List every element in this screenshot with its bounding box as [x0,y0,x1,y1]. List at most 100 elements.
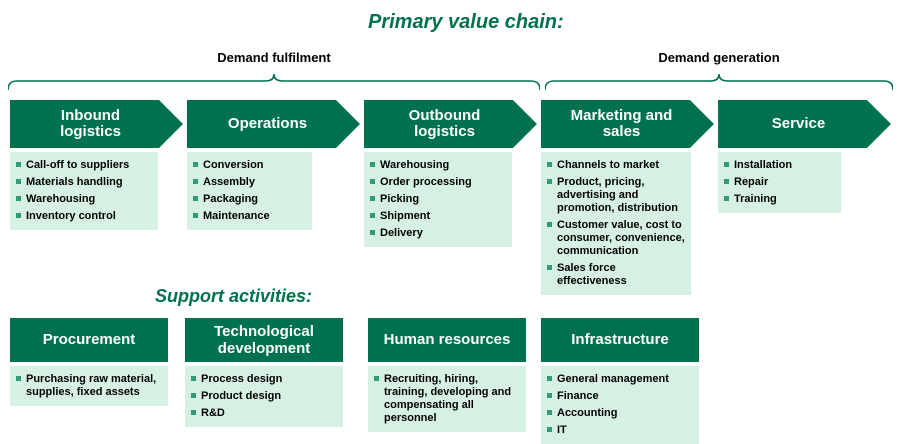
list-item-label: Product, pricing, advertising and promot… [557,175,678,214]
list-item: General management [547,373,694,386]
list-item: Finance [547,390,694,403]
chevron-marketing-and-sales: Marketing and sales [541,100,714,148]
list-technological-development: Process design Product design R&D [185,366,343,427]
list-item-label: Warehousing [380,159,450,171]
list-item-label: Channels to market [557,159,660,171]
chevron-label: Marketing and sales [570,106,673,140]
brace-right-icon [545,74,893,91]
bullet-icon [193,195,198,201]
bullet-icon [191,392,196,398]
bullet-icon [370,195,375,201]
header-technological-development: Technological development [185,318,343,362]
header-label: Procurement [42,331,136,349]
list-item-label: Product design [201,389,282,402]
chevron-label: Operations [227,114,308,132]
list-item-label: Shipment [380,209,431,222]
header-procurement: Procurement [10,318,168,362]
bullet-icon [724,195,729,201]
header-infrastructure: Infrastructure [541,318,699,362]
list-item-label: Accounting [557,406,618,419]
list-item: Warehousing [16,193,153,206]
list-item-label: Assembly [203,175,255,188]
list-inbound-logistics: Call-off to suppliers Materials handling… [10,152,158,230]
list-item: Assembly [193,176,307,189]
list-item-label: Inventory control [26,209,116,222]
bullet-icon [16,162,21,167]
group-label-demand-fulfilment: Demand fulfilment [217,50,331,65]
list-item-label: Picking [380,192,420,205]
list-marketing-and-sales: Channels to market Product, pricing, adv… [541,152,691,295]
list-item-label: Packaging [203,192,259,205]
list-item-label: Conversion [203,159,264,171]
header-label: Infrastructure [571,331,669,349]
bullet-icon [16,376,21,381]
bullet-icon [16,212,21,218]
list-item-label: Call-off to suppliers [26,159,130,171]
list-item: Training [724,193,836,206]
header-label: Human resources [383,331,511,349]
list-item: Channels to market [547,159,686,172]
list-item: Warehousing [370,159,507,172]
bullet-icon [16,195,21,201]
list-infrastructure: General management Finance Accounting IT [541,366,699,444]
list-item: Picking [370,193,507,206]
bullet-icon [724,178,729,184]
bullet-icon [547,221,552,227]
list-item: Recruiting, hiring, training, developing… [374,373,521,425]
list-item-label: Process design [201,373,283,385]
list-item: Sales force effectiveness [547,262,686,288]
list-item-label: Training [734,192,777,205]
page-title: Primary value chain: [368,11,564,33]
bullet-icon [193,212,198,218]
list-item: Customer value, cost to consumer, conven… [547,219,686,258]
bullet-icon [547,376,552,381]
list-item-label: Order processing [380,175,472,188]
group-label-demand-generation: Demand generation [658,50,780,65]
header-human-resources: Human resources [368,318,526,362]
chevron-label: Service [771,114,826,132]
list-item: Inventory control [16,210,153,223]
list-item-label: Finance [557,389,599,402]
list-item: Purchasing raw material, supplies, fixed… [16,373,163,399]
bullet-icon [191,409,196,415]
list-item: Shipment [370,210,507,223]
list-item: R&D [191,407,338,420]
list-item: Process design [191,373,338,386]
bullet-icon [374,376,379,381]
list-outbound-logistics: Warehousing Order processing Picking Shi… [364,152,512,247]
list-item: Materials handling [16,176,153,189]
list-item: Maintenance [193,210,307,223]
list-item-label: Delivery [380,226,423,239]
list-item: Product design [191,390,338,403]
chevron-label: Inbound logistics [60,106,121,140]
list-service: Installation Repair Training [718,152,841,213]
chevron-inbound-logistics: Inbound logistics [10,100,183,148]
bullet-icon [547,178,552,184]
list-item: Accounting [547,407,694,420]
bullet-icon [547,264,552,270]
bullet-icon [370,212,375,218]
list-item: Installation [724,159,836,172]
list-item-label: Recruiting, hiring, training, developing… [384,373,512,424]
header-label: Technological development [214,322,314,357]
list-item-label: General management [557,373,669,385]
list-item-label: Customer value, cost to consumer, conven… [557,218,685,257]
bullet-icon [547,409,552,415]
bullet-icon [193,178,198,184]
chevron-operations: Operations [187,100,360,148]
list-operations: Conversion Assembly Packaging Maintenanc… [187,152,312,230]
bullet-icon [724,162,729,167]
bullet-icon [16,178,21,184]
list-item: IT [547,424,694,437]
list-item-label: Materials handling [26,175,123,188]
list-item-label: Purchasing raw material, supplies, fixed… [26,373,157,398]
bullet-icon [547,426,552,432]
bullet-icon [370,162,375,167]
bullet-icon [191,376,196,381]
list-item-label: Maintenance [203,209,270,222]
list-item-label: Warehousing [26,192,96,205]
list-item-label: IT [557,423,567,436]
chevron-outbound-logistics: Outbound logistics [364,100,537,148]
bullet-icon [370,178,375,184]
